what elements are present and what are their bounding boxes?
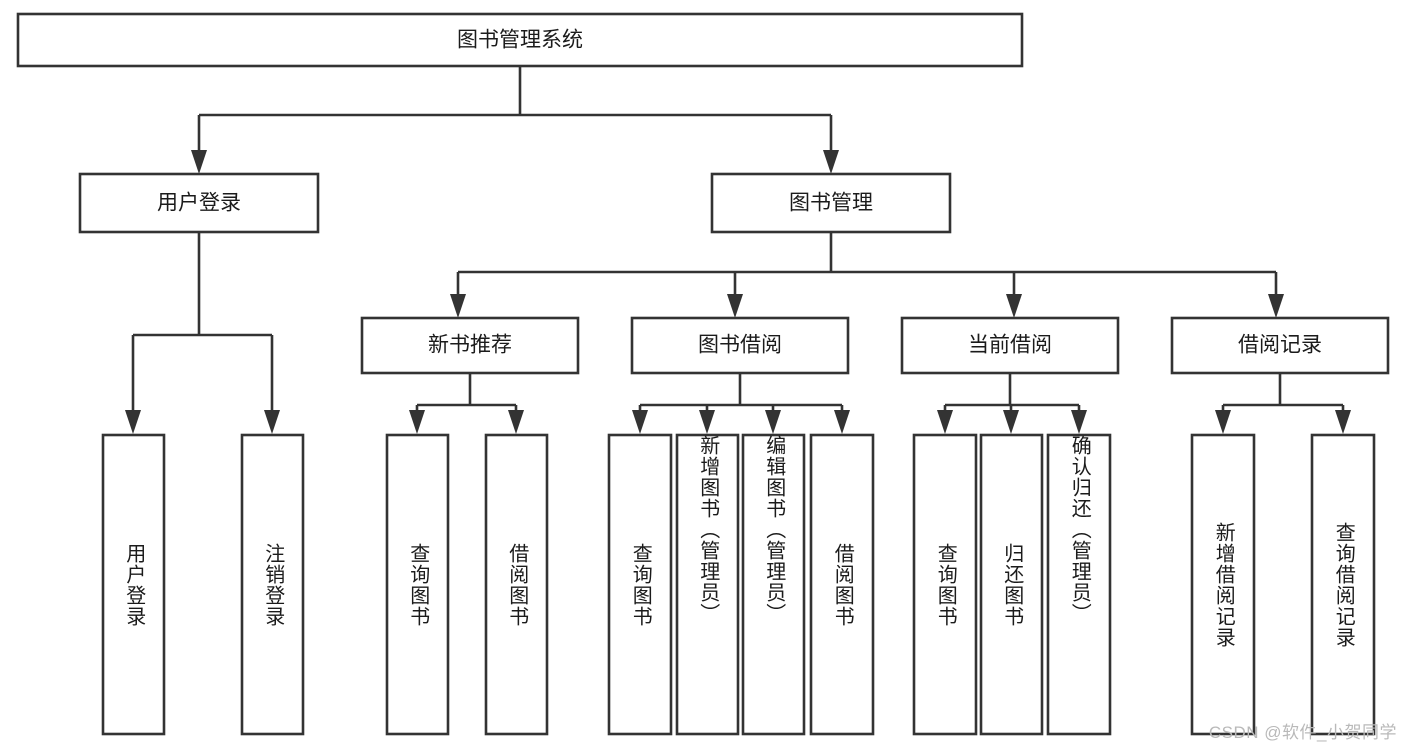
node-book-borrow-label: 图书借阅 bbox=[698, 334, 782, 357]
arrow-to-user-login bbox=[191, 150, 207, 174]
arrow-leaf-query-record bbox=[1335, 410, 1351, 434]
node-leaf-user-login[interactable] bbox=[101, 433, 166, 736]
node-leaf-edit-book[interactable] bbox=[741, 433, 806, 736]
nodes-group: 图书管理系统 用户登录 图书管理 新书推荐 图书借阅 当前借阅 借阅记录 bbox=[16, 12, 1390, 736]
node-borrow-record-label: 借阅记录 bbox=[1238, 334, 1322, 357]
node-new-book-recommend[interactable] bbox=[360, 316, 580, 375]
node-leaf-add-record[interactable] bbox=[1190, 433, 1256, 736]
arrow-leaf-return-book bbox=[1003, 410, 1019, 434]
arrow-leaf-query-book-1 bbox=[409, 410, 425, 434]
node-leaf-borrow-book-1[interactable] bbox=[484, 433, 549, 736]
node-leaf-return-book[interactable] bbox=[979, 433, 1044, 736]
arrow-leaf-query-book-2 bbox=[632, 410, 648, 434]
arrow-leaf-edit-book bbox=[765, 410, 781, 434]
arrow-leaf-confirm-return bbox=[1071, 410, 1087, 434]
node-leaf-query-book-1[interactable] bbox=[385, 433, 450, 736]
node-current-borrow[interactable] bbox=[900, 316, 1120, 375]
node-new-book-recommend-label: 新书推荐 bbox=[428, 334, 512, 357]
node-leaf-borrow-book-2[interactable] bbox=[809, 433, 875, 736]
arrow-leaf-query-book-3 bbox=[937, 410, 953, 434]
arrow-leaf-logout bbox=[264, 410, 280, 434]
arrow-leaf-user-login bbox=[125, 410, 141, 434]
node-book-manage-label: 图书管理 bbox=[789, 192, 873, 215]
node-user-login-label: 用户登录 bbox=[157, 192, 241, 215]
arrow-leaf-add-book bbox=[699, 410, 715, 434]
arrow-to-current-borrow bbox=[1006, 294, 1022, 318]
node-leaf-query-book-3[interactable] bbox=[912, 433, 978, 736]
node-leaf-logout[interactable] bbox=[240, 433, 305, 736]
arrow-leaf-add-record bbox=[1215, 410, 1231, 434]
arrow-to-book-borrow bbox=[727, 294, 743, 318]
edges-group bbox=[125, 66, 1351, 434]
node-user-login[interactable] bbox=[78, 172, 320, 234]
node-current-borrow-label: 当前借阅 bbox=[968, 334, 1052, 357]
node-leaf-query-book-2[interactable] bbox=[607, 433, 673, 736]
node-borrow-record[interactable] bbox=[1170, 316, 1390, 375]
arrow-to-borrow-record bbox=[1268, 294, 1284, 318]
arrow-leaf-borrow-book-2 bbox=[834, 410, 850, 434]
arrow-to-book-manage bbox=[823, 150, 839, 174]
node-leaf-confirm-return[interactable] bbox=[1046, 433, 1112, 736]
node-book-manage[interactable] bbox=[710, 172, 952, 234]
watermark-text: CSDN @软件_小贺同学 bbox=[1208, 723, 1397, 742]
node-root[interactable] bbox=[16, 12, 1024, 68]
arrow-leaf-borrow-book-1 bbox=[508, 410, 524, 434]
node-root-label: 图书管理系统 bbox=[457, 29, 583, 52]
arrow-to-new-book-recommend bbox=[450, 294, 466, 318]
node-leaf-query-record[interactable] bbox=[1310, 433, 1376, 736]
node-book-borrow[interactable] bbox=[630, 316, 850, 375]
node-leaf-add-book[interactable] bbox=[675, 433, 740, 736]
